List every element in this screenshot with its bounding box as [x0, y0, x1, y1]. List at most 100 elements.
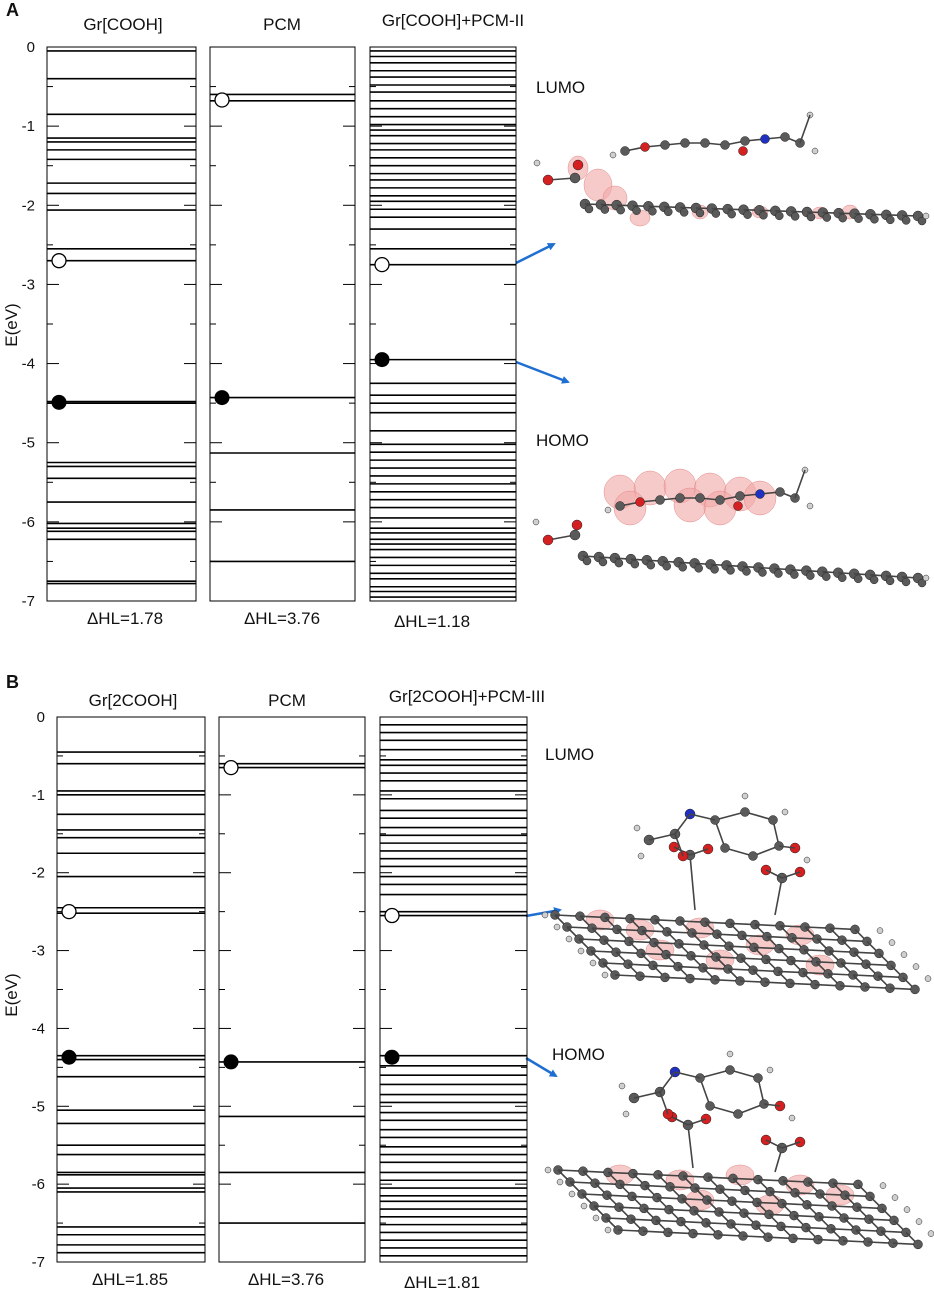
atom — [720, 843, 730, 853]
bond — [648, 833, 676, 841]
homo-marker — [374, 352, 390, 368]
atom — [760, 134, 770, 144]
atom — [742, 567, 751, 576]
atom — [694, 564, 703, 573]
atom — [917, 578, 927, 588]
atom — [806, 502, 814, 510]
gap-label-b-2: ΔHL=3.76 — [248, 1270, 324, 1289]
panel-label-a: A — [6, 0, 19, 20]
homo-label-a: HOMO — [536, 431, 589, 450]
atom — [822, 213, 832, 222]
gap-label-b-1: ΔHL=1.85 — [92, 1270, 168, 1289]
atom — [632, 206, 641, 215]
atom — [912, 963, 920, 970]
atom — [735, 491, 745, 501]
lumo-label-b: LUMO — [545, 745, 594, 764]
atom — [633, 824, 641, 832]
atom — [755, 489, 765, 499]
homo-marker — [223, 1054, 239, 1070]
bond — [709, 1105, 739, 1115]
homo-marker — [384, 1049, 400, 1065]
atom — [600, 205, 610, 214]
atom — [695, 493, 705, 503]
atom — [675, 493, 685, 503]
molecule-homo-a — [532, 466, 930, 588]
atom — [620, 146, 630, 156]
column-title-a-3: Gr[COOH]+PCM-II — [382, 11, 524, 30]
atom — [609, 151, 617, 159]
atom — [577, 947, 585, 955]
bond — [714, 811, 746, 821]
atom — [870, 215, 879, 224]
bond — [674, 813, 691, 835]
lumo-marker — [51, 253, 67, 269]
bond — [778, 845, 796, 849]
atom — [838, 213, 847, 223]
atom — [569, 172, 581, 184]
atom — [604, 506, 612, 514]
y-tick-label: -1 — [22, 118, 35, 135]
molecule-lumo-a — [533, 111, 930, 227]
bond — [659, 1071, 676, 1093]
atom — [598, 557, 608, 567]
bond — [724, 847, 754, 857]
bond — [687, 1118, 707, 1126]
bond — [729, 1069, 759, 1079]
y-axis-label-a: E(eV) — [2, 303, 21, 346]
atom — [869, 575, 879, 585]
atom — [876, 927, 884, 934]
homo-label-b: HOMO — [552, 1045, 605, 1064]
atom — [853, 574, 863, 584]
atom — [700, 138, 710, 148]
atom — [615, 501, 625, 511]
lumo-marker — [374, 256, 390, 273]
atom — [640, 142, 650, 152]
energy-column-1 — [56, 716, 206, 1263]
atom — [614, 558, 624, 568]
atom — [775, 211, 784, 221]
atom — [679, 208, 689, 217]
homo-marker — [214, 390, 230, 406]
atom — [743, 210, 752, 219]
atom — [648, 207, 657, 216]
lumo-marker — [61, 903, 77, 920]
atom — [886, 215, 895, 225]
atom — [695, 208, 705, 218]
atom — [565, 935, 573, 943]
atom — [780, 132, 790, 142]
y-tick-label: -4 — [32, 1020, 45, 1037]
atom — [901, 577, 911, 587]
atom — [790, 570, 799, 579]
gap-label-a-1: ΔHL=1.78 — [87, 609, 163, 628]
atom — [803, 856, 811, 864]
atom — [556, 1178, 564, 1186]
atom — [768, 815, 778, 825]
atom — [917, 216, 927, 226]
atom — [888, 939, 896, 946]
column-frame — [46, 46, 197, 602]
y-tick-label: -3 — [32, 943, 45, 960]
y-tick-label: -4 — [22, 356, 35, 373]
atom — [922, 212, 930, 220]
bond — [689, 848, 709, 856]
homo-arrow-a — [515, 360, 570, 384]
y-tick-label: -6 — [32, 1176, 45, 1193]
atom — [662, 561, 672, 571]
atom — [592, 1214, 600, 1222]
column-title-a-1: Gr[COOH] — [83, 15, 162, 34]
atom — [806, 212, 816, 222]
homo-marker — [51, 394, 67, 410]
atom — [781, 808, 789, 816]
panel-label-b: B — [6, 672, 19, 692]
atom — [646, 560, 656, 570]
energy-column-1 — [46, 46, 197, 602]
atom — [572, 159, 584, 171]
atom — [915, 1218, 923, 1225]
atom — [910, 984, 920, 995]
atom — [584, 204, 594, 214]
lumo-marker — [223, 759, 239, 776]
atom — [569, 529, 581, 541]
atom — [927, 1230, 934, 1237]
atom — [740, 807, 750, 817]
atom — [727, 209, 736, 219]
